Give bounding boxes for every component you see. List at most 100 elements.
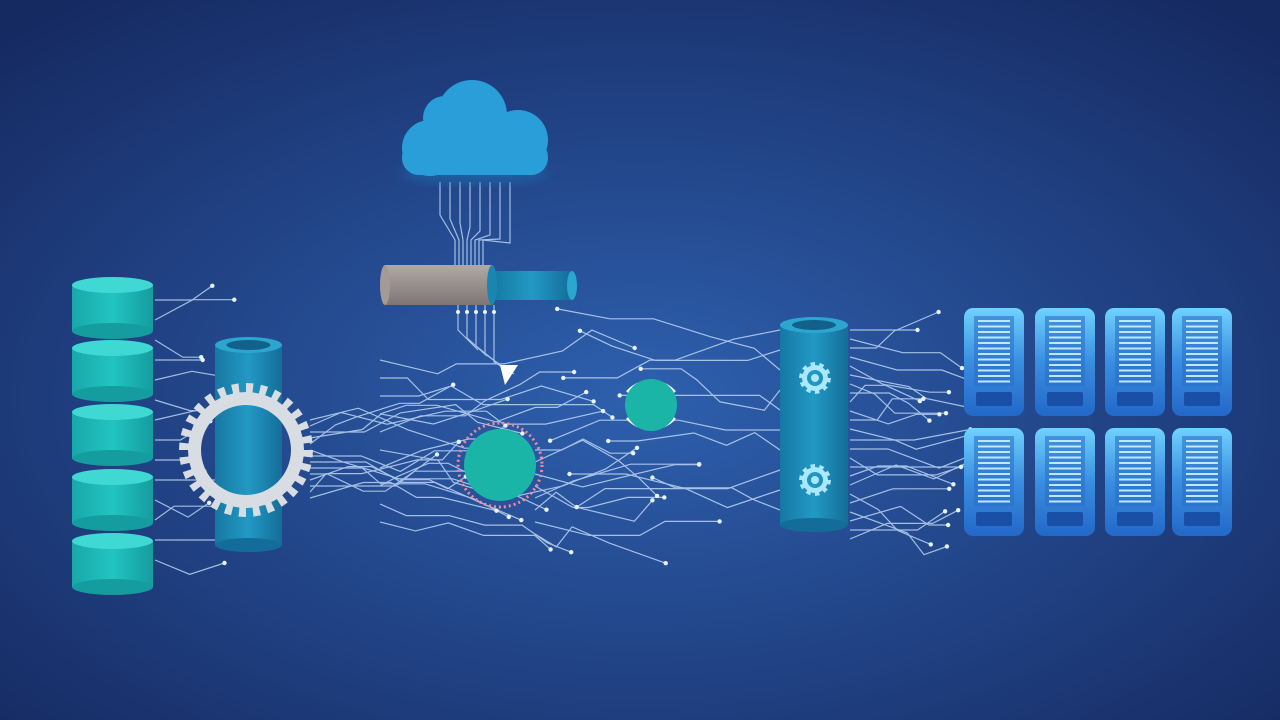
circuit-trace xyxy=(849,509,959,540)
circuit-trace xyxy=(309,398,508,439)
circuit-node xyxy=(548,547,553,552)
circuit-node xyxy=(631,451,636,456)
server-icon xyxy=(1035,308,1095,416)
circuit-node xyxy=(222,560,227,566)
small-gear-icon xyxy=(799,362,831,394)
circuit-trace xyxy=(557,308,781,371)
circuit-trace xyxy=(309,481,497,512)
gear-shape xyxy=(799,464,831,496)
circuit-node xyxy=(571,369,577,375)
cloud-trace xyxy=(478,182,501,265)
circuit-trace xyxy=(379,521,551,550)
circuit-trace xyxy=(154,559,225,575)
gear-shape xyxy=(799,362,831,394)
arrow-marker-icon xyxy=(500,365,518,385)
circuit-node xyxy=(492,310,496,314)
circuit-node xyxy=(951,482,956,487)
circuit-node xyxy=(921,396,926,401)
circuit-node xyxy=(945,522,951,528)
circuit-node xyxy=(506,514,511,520)
gear-shape xyxy=(179,383,313,517)
small-gear-icon xyxy=(799,464,831,496)
circuit-node xyxy=(591,399,596,404)
circuit-node xyxy=(943,411,949,416)
circuit-node xyxy=(634,445,640,450)
circuit-node xyxy=(915,327,920,333)
circuit-node xyxy=(505,396,510,402)
left-pipe xyxy=(215,337,282,552)
circuit-node xyxy=(544,507,549,512)
circuit-node xyxy=(632,345,637,351)
circuit-trace xyxy=(154,299,235,321)
circuit-trace xyxy=(849,511,948,556)
circuit-trace xyxy=(379,503,572,553)
circuit-node xyxy=(928,542,933,547)
circuit-trace xyxy=(310,467,510,518)
circuit-trace xyxy=(534,463,700,499)
circuit-trace xyxy=(576,469,781,508)
circuit-node xyxy=(456,439,461,444)
circuit-trace xyxy=(309,466,486,490)
circuit-trace xyxy=(850,392,930,422)
server-icon xyxy=(964,308,1024,416)
circuit-trace xyxy=(380,377,594,402)
circuit-node xyxy=(717,519,722,524)
circuit-node xyxy=(503,423,508,428)
circuit-node xyxy=(600,408,606,414)
circuit-trace xyxy=(309,441,460,493)
circuit-node xyxy=(958,464,964,470)
circuit-node xyxy=(210,283,215,288)
circuit-trace xyxy=(154,339,202,358)
cloud-trace xyxy=(466,182,471,265)
circuit-node xyxy=(942,509,948,514)
server-icon xyxy=(1035,428,1095,536)
cloud-trace xyxy=(470,182,481,265)
central-hub-icon xyxy=(456,421,544,509)
circuit-node xyxy=(547,438,553,443)
circuit-trace xyxy=(379,371,575,433)
circuit-trace xyxy=(850,448,986,469)
right-pipe xyxy=(780,317,848,532)
circuit-node xyxy=(927,418,932,423)
circuit-node xyxy=(569,550,574,555)
circuit-node xyxy=(946,390,952,395)
pipe-trace xyxy=(484,305,506,369)
circuit-node xyxy=(200,357,205,363)
circuit-node xyxy=(663,561,668,566)
database-icon xyxy=(72,340,153,402)
circuit-trace xyxy=(154,499,210,518)
circuit-node xyxy=(638,366,643,371)
circuit-node xyxy=(574,504,579,510)
circuit-trace xyxy=(310,403,523,435)
circuit-node xyxy=(697,462,702,467)
circuit-trace xyxy=(310,470,479,487)
circuit-node xyxy=(555,306,560,312)
circuit-trace xyxy=(850,428,971,441)
server-grid xyxy=(964,308,1232,536)
circuit-node xyxy=(650,475,655,480)
circuit-node xyxy=(936,309,941,315)
circuit-trace xyxy=(579,330,781,361)
circuit-node xyxy=(567,471,572,477)
circuit-node xyxy=(917,398,923,404)
circuit-node xyxy=(584,389,589,395)
server-icon xyxy=(1105,308,1165,416)
circuit-trace xyxy=(310,450,480,473)
circuit-node xyxy=(650,498,655,503)
circuit-trace xyxy=(849,365,949,393)
circuit-trace xyxy=(379,391,587,423)
circuit-node xyxy=(937,412,942,417)
circuit-node xyxy=(207,500,212,505)
circuit-trace xyxy=(535,438,634,454)
circuit-node xyxy=(494,508,499,513)
circuit-node xyxy=(956,508,961,513)
cloud-trace xyxy=(439,182,456,265)
circuit-node xyxy=(944,544,950,549)
circuit-trace xyxy=(849,410,940,425)
circuit-trace xyxy=(379,329,635,375)
circuit-trace xyxy=(534,439,658,497)
circuit-trace xyxy=(309,384,454,445)
circuit-trace xyxy=(850,510,946,531)
circuit-node xyxy=(577,328,583,333)
circuit-trace xyxy=(849,488,950,504)
